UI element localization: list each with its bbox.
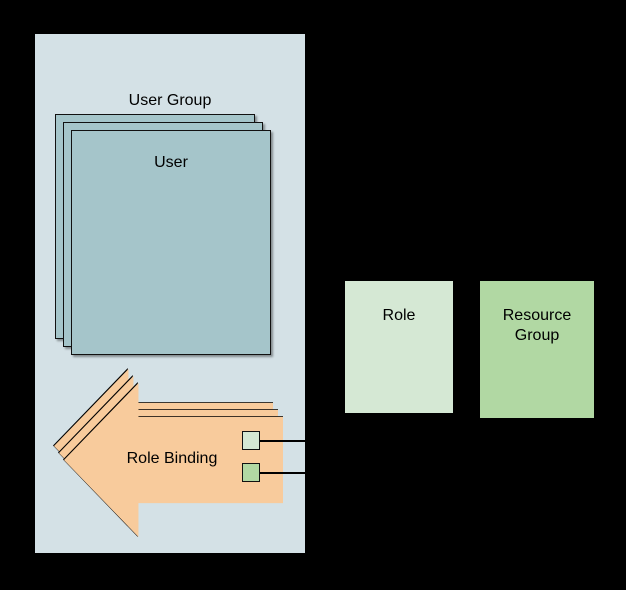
resource-group-label-line-1: Resource	[502, 307, 572, 324]
user-card-front[interactable]	[71, 130, 271, 355]
role-box-label: Role	[382, 307, 416, 324]
connector-role-binding-to-resource-group	[259, 472, 305, 474]
resource-group-label-line-2: Group	[514, 327, 560, 344]
user-group-label: User Group	[128, 92, 212, 109]
role-binding-resource-group-port[interactable]	[242, 463, 260, 482]
role-binding-arrow-front[interactable]	[63, 382, 284, 538]
role-binding-label: Role Binding	[126, 450, 218, 467]
role-binding-role-port[interactable]	[242, 431, 260, 450]
role-binding-arrow-fill-wrap	[64, 383, 283, 537]
user-label: User	[154, 154, 188, 171]
connector-role-binding-to-role	[259, 440, 305, 442]
role-box[interactable]: Role	[345, 281, 453, 413]
